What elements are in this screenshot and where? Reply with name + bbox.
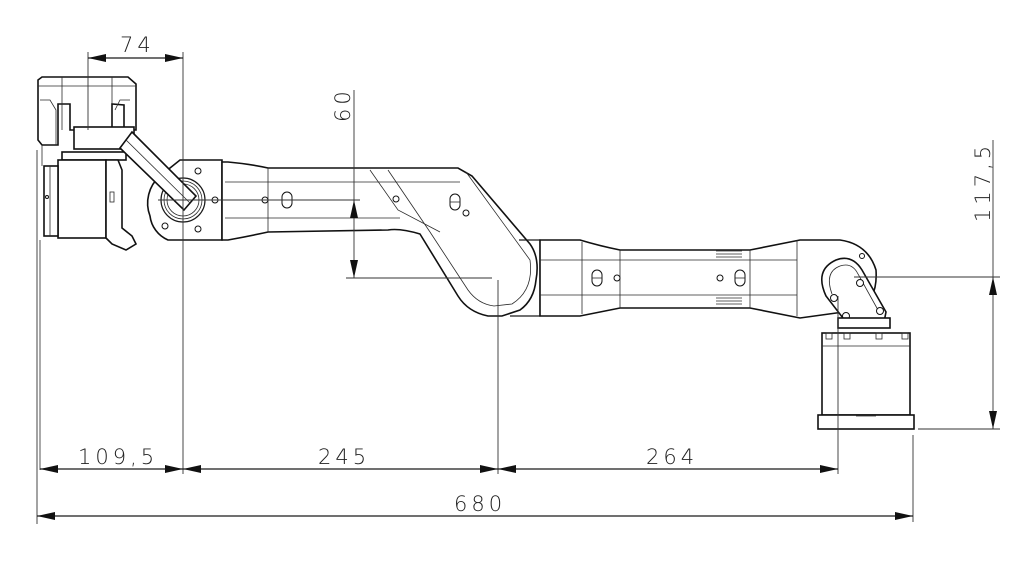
forearm-link: [539, 239, 877, 319]
dimension-245: 245: [183, 445, 498, 473]
dim-label-60: 60: [331, 87, 355, 122]
vent-top: [716, 250, 742, 258]
dim-label-245: 245: [318, 445, 370, 469]
dim-label-74: 74: [120, 33, 155, 57]
dimension-680: 680: [37, 492, 913, 520]
dim-label-680: 680: [454, 492, 506, 516]
vent-bottom: [716, 297, 742, 305]
base-motor: [37, 76, 138, 470]
dimension-117-5: 117,5: [971, 142, 997, 429]
dim-label-109-5: 109,5: [78, 445, 158, 469]
dimension-264: 264: [498, 445, 838, 473]
dimension-60: 60: [331, 87, 358, 278]
dim-label-117-5: 117,5: [971, 142, 995, 222]
shoulder-joint: [118, 130, 223, 241]
dimension-74: 74: [88, 33, 183, 62]
upper-arm-link: [221, 161, 541, 317]
dim-label-264: 264: [646, 445, 698, 469]
end-effector: [817, 332, 915, 430]
dimension-109-5: 109,5: [40, 445, 183, 473]
extension-lines: [36, 52, 1000, 524]
wrist-joint: [820, 253, 891, 329]
